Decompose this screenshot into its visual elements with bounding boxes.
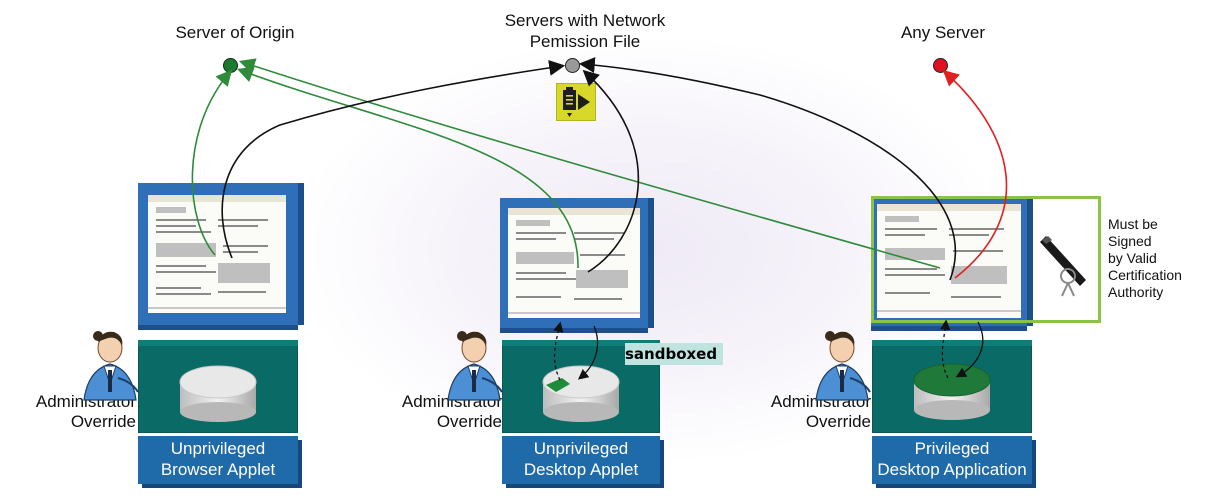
- administrator-person-icon: [83, 331, 139, 401]
- signing-requirement-note: Must be Signed by Valid Certification Au…: [1108, 216, 1182, 301]
- permission-servers-label: Servers with Network Pemission File: [470, 10, 700, 52]
- desktop-applet-caption-line1: Unprivileged: [533, 439, 629, 458]
- clipboard-arrow-icon: [556, 83, 596, 121]
- desktop-application-caption-line2: Desktop Application: [877, 460, 1027, 479]
- admin-override-line1: Administrator: [770, 392, 871, 411]
- origin-server-node: [223, 58, 238, 73]
- signing-note-line: by Valid: [1108, 250, 1157, 266]
- admin-override-line2: Override: [70, 412, 136, 431]
- browser-applet-screen: [148, 195, 286, 313]
- signing-note-line: Must be: [1108, 216, 1158, 232]
- desktop-application-caption: Privileged Desktop Application: [872, 436, 1032, 484]
- administrator-person-icon: [447, 331, 503, 401]
- desktop-applet-caption: Unprivileged Desktop Applet: [502, 436, 660, 484]
- server-of-origin-label: Server of Origin: [175, 23, 295, 42]
- browser-applet-storage-base: [138, 340, 298, 433]
- signing-note-line: Certification: [1108, 267, 1182, 283]
- permission-servers-label-line1: Servers with Network: [504, 11, 666, 30]
- desktop-applet-monitor: [500, 198, 648, 328]
- any-server-node: [933, 58, 948, 73]
- browser-applet-caption: Unprivileged Browser Applet: [138, 436, 298, 484]
- admin-override-label-3: Administrator Override: [735, 392, 871, 432]
- admin-override-line2: Override: [805, 412, 871, 431]
- signed-requirement-box: [871, 196, 1101, 323]
- browser-applet-caption-line1: Unprivileged: [170, 439, 266, 458]
- desktop-applet-caption-line2: Desktop Applet: [523, 460, 639, 479]
- desktop-application-storage-base: [872, 340, 1032, 433]
- browser-applet-monitor: [138, 183, 298, 325]
- administrator-person-icon: [815, 331, 871, 401]
- admin-override-label-2: Administrator Override: [366, 392, 502, 432]
- desktop-application-caption-line1: Privileged: [914, 439, 990, 458]
- signing-note-line: Authority: [1108, 284, 1164, 300]
- any-server-label: Any Server: [900, 23, 986, 42]
- permission-servers-label-line2: Pemission File: [529, 32, 641, 51]
- admin-override-line1: Administrator: [401, 392, 502, 411]
- admin-override-label-1: Administrator Override: [0, 392, 136, 432]
- admin-override-line2: Override: [436, 412, 502, 431]
- sandboxed-label: sandboxed: [625, 343, 723, 365]
- signing-note-line: Signed: [1108, 233, 1152, 249]
- desktop-applet-screen: [508, 208, 640, 318]
- admin-override-line1: Administrator: [35, 392, 136, 411]
- browser-applet-caption-line2: Browser Applet: [160, 460, 276, 479]
- permission-server-node: [565, 58, 580, 73]
